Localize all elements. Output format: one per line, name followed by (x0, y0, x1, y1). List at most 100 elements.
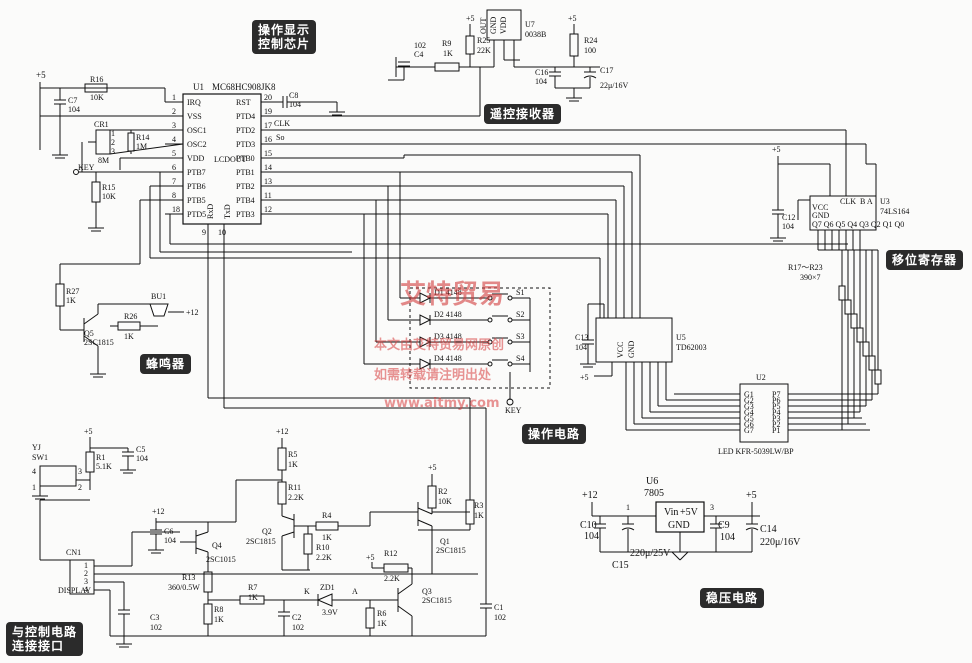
c7-value: 104 (68, 105, 80, 114)
r1-value: 5.1K (96, 462, 112, 471)
u2-pin-p2: P2 (772, 420, 780, 429)
r4-label: R4 (322, 511, 331, 520)
r27-label: R27 (66, 287, 79, 296)
reset-section: C8 104 (261, 91, 345, 116)
u1-pin-name-ptb6: PTB6 (187, 182, 206, 191)
u1-pin-name-vdd: VDD (187, 154, 205, 163)
watermark-url: www.aitmy.com (384, 396, 500, 411)
r7-value: 1K (248, 593, 258, 602)
r8-label: R8 (214, 605, 223, 614)
q3-label: Q3 (422, 587, 432, 596)
u1-pin-name-ptb3: PTB3 (236, 210, 255, 219)
c16-label: C16 (535, 68, 548, 77)
c13-value: 104 (575, 343, 587, 352)
c2-value: 102 (292, 623, 304, 632)
r26-value: 1K (124, 332, 134, 341)
u1-pin10: 10 (218, 228, 226, 237)
c4-value: 102 (414, 41, 426, 50)
u2-led-display: U2 LED KFR-5039LW/BP G1G2G3G4G5G6G7P7P6P… (718, 373, 870, 456)
watermark-line1: 本文由艾特贸易网原创 (374, 338, 505, 353)
svg-text:2: 2 (111, 138, 115, 147)
r10-value: 2.2K (316, 553, 332, 562)
c9-value: 104 (720, 532, 735, 543)
q1-label: Q1 (440, 537, 450, 546)
diode-label-3: D3 4148 (434, 332, 462, 341)
yj-label: YJ (32, 443, 41, 452)
u1-pin-num-2: 2 (172, 107, 176, 116)
u1-pin-name-ptd3: PTD3 (236, 140, 255, 149)
vcc-label-r25: +5 (466, 14, 475, 23)
u3-part: 74LS164 (880, 207, 909, 216)
cr1-label: CR1 (94, 120, 109, 129)
r11-value: 2.2K (288, 493, 304, 502)
u1-part: MC68HC908JK8 (212, 82, 276, 92)
zd1-value: 3.9V (322, 608, 338, 617)
callout-shift-register: 移位寄存器 (886, 250, 964, 270)
u1-pin-name-ptb1: PTB1 (236, 168, 255, 177)
u1-pin-name-ptd2: PTD2 (236, 126, 255, 135)
r8-value: 1K (214, 615, 224, 624)
u3-ref: U3 (880, 197, 890, 206)
u2-pin-g1: G1 (744, 390, 754, 399)
u2-pin-p6: P6 (772, 396, 780, 405)
u1-pin-name-ptb5: PTB5 (187, 196, 206, 205)
callout-interface-line1: 与控制电路 (12, 625, 78, 639)
c14-value: 220μ/16V (760, 537, 801, 548)
u1-pin-num-8: 8 (172, 191, 176, 200)
c8-label: C8 (289, 91, 298, 100)
u1-pin-num-20: 20 (264, 93, 272, 102)
callout-ir-receiver: 遥控接收器 (484, 104, 562, 124)
u1-rxd: RxD (206, 204, 215, 219)
u2-pin-g2: G2 (744, 396, 754, 405)
display-label: DISPLAY (58, 586, 91, 595)
r1-label: R1 (96, 453, 105, 462)
c12-value: 104 (782, 222, 794, 231)
q5-label: Q5 (84, 329, 94, 338)
u7-pin-gnd: GND (489, 16, 498, 34)
interface-section: +5 R1 5.1K C5 104 YJ SW1 4 1 3 2 CN1 1 2… (32, 397, 487, 637)
zd1-k: K (304, 587, 310, 596)
u2-pin-g5: G5 (744, 414, 754, 423)
u1-pin-num-13: 13 (264, 177, 272, 186)
r25-value: 22K (477, 46, 491, 55)
resistor-r20 (856, 327, 864, 343)
r5-value: 1K (288, 460, 298, 469)
u1-pin-name-ptd5: PTD5 (187, 210, 206, 219)
resistor-r18 (844, 299, 852, 315)
r12-label: R12 (384, 549, 397, 558)
q2-label: Q2 (262, 527, 272, 536)
u1-pin-name-rst: RST (236, 98, 251, 107)
callout-buzzer: 蜂鸣器 (140, 354, 192, 374)
watermark-line2: 如需转载请注明出处 (374, 368, 492, 383)
callout-interface: 与控制电路 连接接口 (6, 622, 84, 656)
vcc-label-1: +5 (36, 70, 46, 80)
vcc-label-r5: +12 (276, 427, 289, 436)
u6-vin: Vin (664, 507, 678, 518)
u1-pin-num-11: 11 (264, 191, 272, 200)
callout-operation: 操作电路 (522, 424, 587, 444)
u1-pin-name-irq: IRQ (187, 98, 201, 107)
u1-pin9: 9 (202, 228, 206, 237)
r10-label: R10 (316, 543, 329, 552)
r13-label: R13 (182, 573, 195, 582)
buzzer-section: R27 1K Q5 2SC1815 R26 1K BU1 +12 (55, 283, 199, 378)
r9-label: R9 (442, 39, 451, 48)
r27-value: 1K (66, 296, 76, 305)
bu1-label: BU1 (151, 292, 166, 301)
diode-label-1: D1 4148 (434, 288, 462, 297)
u1-pin-num-15: 15 (264, 149, 272, 158)
q4-part: 2SC1015 (206, 555, 236, 564)
vcc-label-reg-out: +5 (746, 490, 757, 501)
r24-value: 100 (584, 46, 596, 55)
diode-label-2: D2 4148 (434, 310, 462, 319)
u1-lcdout: LCDOUT (214, 155, 247, 164)
r6-label: R6 (377, 609, 386, 618)
u7-ref: U7 (525, 20, 535, 29)
r17-r23-label: R17～R23 (788, 263, 823, 272)
u1-pin-name-ptb2: PTB2 (236, 182, 255, 191)
u5-part: TD62003 (676, 343, 707, 352)
u1-right-pins: 20RST19PTD417PTD216PTD315PTB014PTB113PTB… (236, 93, 272, 219)
switch-label-4: S4 (516, 354, 524, 363)
svg-text:4: 4 (84, 585, 88, 594)
svg-text:4: 4 (32, 467, 36, 476)
